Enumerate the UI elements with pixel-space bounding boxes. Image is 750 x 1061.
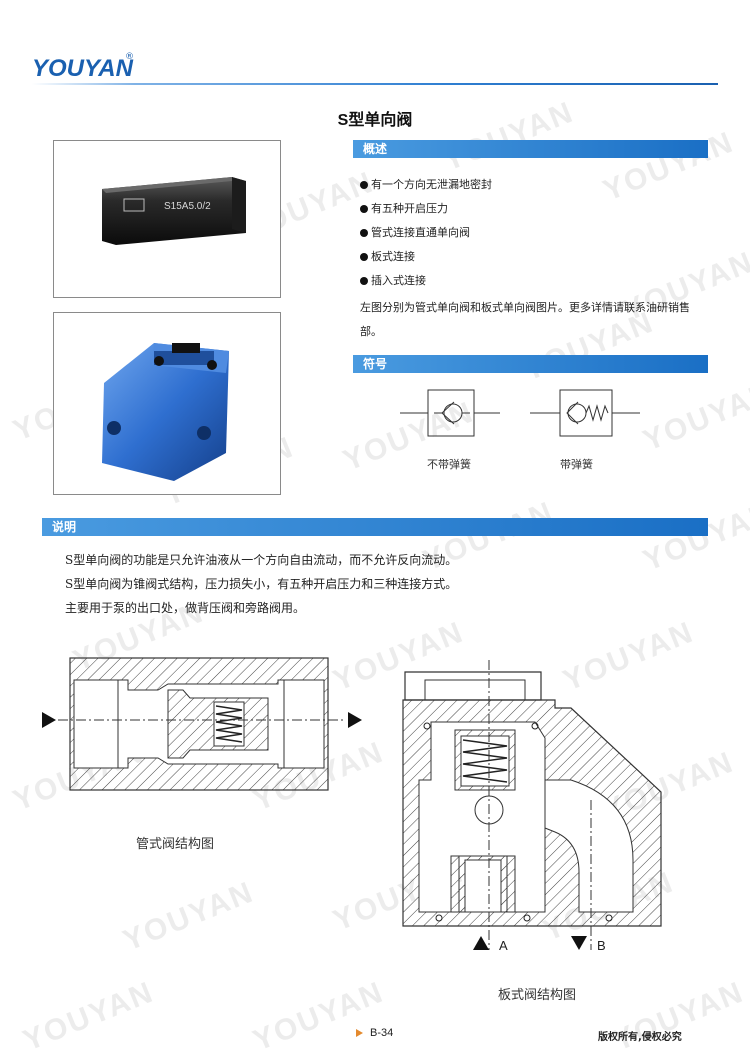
page-title: S型单向阀 — [337, 112, 413, 129]
overview-section-bar: 概述 — [353, 140, 708, 158]
watermark-text: YOUYAN — [638, 495, 750, 578]
watermark-text: YOUYAN — [608, 975, 749, 1058]
description-line: S型单向阀的功能是只允许油液从一个方向自由流动，而不允许反向流动。 — [65, 553, 458, 567]
page-number: B-34 — [370, 1027, 394, 1039]
overview-item: 插入式连接 — [360, 272, 426, 288]
bullet-icon — [360, 229, 368, 237]
overview-item: 有五种开启压力 — [360, 200, 448, 216]
plate-valve-image — [102, 343, 229, 481]
page-arrow-icon — [356, 1029, 363, 1037]
pipe-valve-caption: 管式阀结构图 — [136, 836, 215, 851]
brand-logo: YOUYAN — [32, 55, 133, 82]
bullet-icon — [360, 253, 368, 261]
plate-valve-photo — [53, 312, 281, 495]
overview-item: 板式连接 — [360, 248, 415, 264]
description-heading: 说明 — [52, 520, 77, 534]
symbol-heading: 符号 — [363, 357, 388, 371]
overview-item: 有一个方向无泄漏地密封 — [360, 176, 492, 192]
bullet-icon — [360, 205, 368, 213]
bullet-icon — [360, 181, 368, 189]
symbol-section-bar: 符号 — [353, 355, 708, 373]
valve-marking: S15A5.0/2 — [164, 201, 211, 212]
plate-valve-structure-drawing: A B — [402, 660, 662, 953]
watermark-text: YOUYAN — [598, 125, 739, 208]
overview-heading: 概述 — [363, 142, 388, 156]
watermark-text: YOUYAN — [248, 975, 389, 1058]
check-valve-symbol-no-spring — [400, 389, 500, 437]
overview-note: 左图分别为管式单向阀和板式单向阀图片。更多详情请联系油研销售部。 — [360, 301, 690, 338]
port-b-label: B — [597, 938, 606, 953]
watermark-text: YOUYAN — [118, 875, 259, 958]
symbol-caption-spring: 带弹簧 — [560, 459, 593, 471]
port-a-label: A — [499, 938, 508, 953]
pipe-valve-structure-drawing — [42, 657, 362, 791]
description-line: 主要用于泵的出口处，做背压阀和旁路阀用。 — [65, 601, 306, 615]
bullet-icon — [360, 277, 368, 285]
copyright-notice: 版权所有,侵权必究 — [598, 1032, 682, 1043]
pipe-valve-photo: S15A5.0/2 — [53, 140, 281, 298]
description-line: S型单向阀为锥阀式结构，压力损失小，有五种开启压力和三种连接方式。 — [65, 577, 458, 591]
watermark-text: YOUYAN — [18, 975, 159, 1058]
plate-valve-caption: 板式阀结构图 — [498, 987, 577, 1002]
description-section-bar: 说明 — [42, 518, 708, 536]
registered-mark: ® — [125, 52, 134, 62]
overview-item: 管式连接直通单向阀 — [360, 224, 470, 240]
pipe-valve-image: S15A5.0/2 — [102, 177, 246, 245]
symbol-caption-no-spring: 不带弹簧 — [427, 459, 471, 471]
check-valve-symbol-spring — [530, 389, 640, 437]
watermark-text: YOUYAN — [638, 375, 750, 458]
header-rule — [32, 83, 718, 85]
